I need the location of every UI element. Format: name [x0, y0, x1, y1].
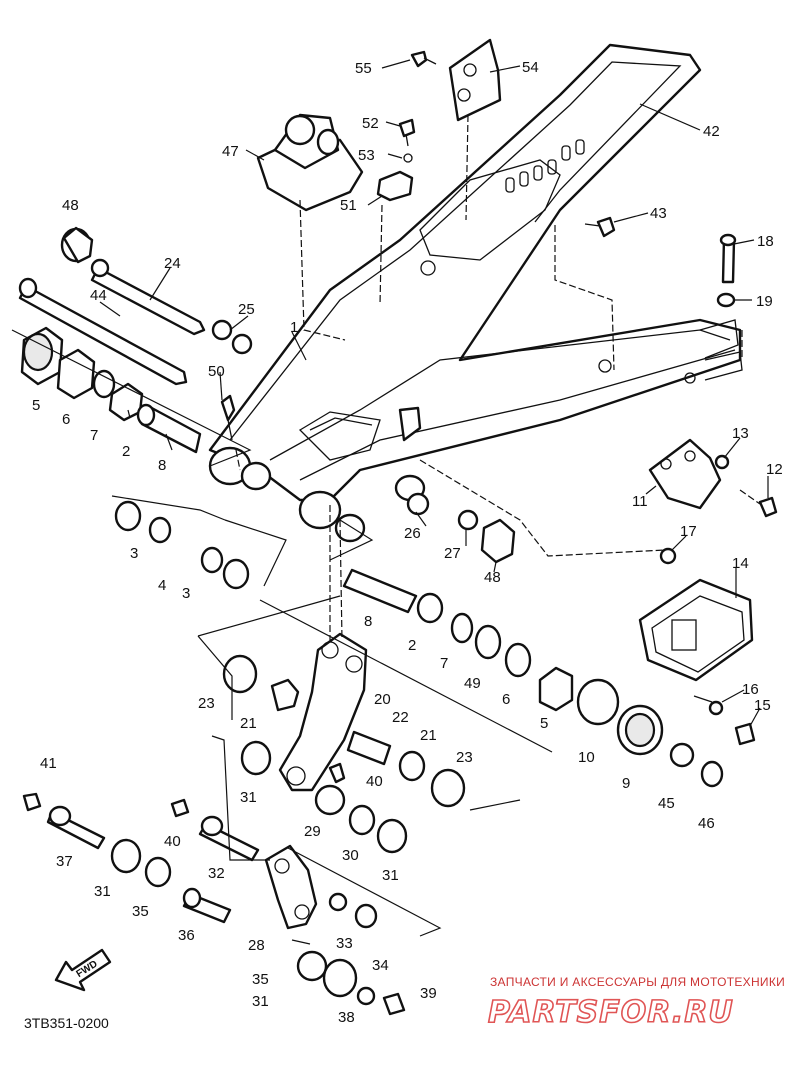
callout-38: 38 — [338, 1009, 355, 1026]
callout-30: 30 — [342, 847, 359, 864]
callout-10: 10 — [578, 749, 595, 766]
callout-31-a: 31 — [240, 789, 257, 806]
callout-41: 41 — [40, 755, 57, 772]
alignment-lines — [235, 114, 761, 641]
callout-35-b: 35 — [252, 971, 269, 988]
callout-12: 12 — [766, 461, 783, 478]
watermark: ЗАПЧАСТИ И АКСЕССУАРЫ ДЛЯ МОТОТЕХНИКИ PA… — [487, 975, 785, 1031]
callout-43: 43 — [650, 205, 667, 222]
pivot-stack-center — [222, 492, 724, 788]
callout-27: 27 — [444, 545, 461, 562]
callout-18: 18 — [757, 233, 774, 250]
callout-22: 22 — [392, 709, 409, 726]
callout-3-left: 3 — [130, 545, 138, 562]
callout-leaders — [99, 59, 769, 727]
callout-21-left: 21 — [240, 715, 257, 732]
callout-39: 39 — [420, 985, 437, 1002]
callout-29: 29 — [304, 823, 321, 840]
callout-3-right: 3 — [182, 585, 190, 602]
callout-50: 50 — [208, 363, 225, 380]
diagram-code: 3TB351-0200 — [24, 1015, 109, 1031]
callout-7-center: 7 — [440, 655, 448, 672]
callout-11: 11 — [632, 493, 648, 510]
callout-37: 37 — [56, 853, 73, 870]
callout-2-upper: 2 — [122, 443, 130, 460]
callout-44: 44 — [90, 287, 107, 304]
pivot-parts-left — [18, 226, 253, 454]
callout-31-d: 31 — [252, 993, 269, 1010]
callout-numbers: 55 54 42 52 53 47 51 43 48 24 18 44 25 1… — [32, 59, 783, 1026]
callout-45: 45 — [658, 795, 675, 812]
callout-52: 52 — [362, 115, 379, 132]
callout-20: 20 — [374, 691, 391, 708]
callout-17: 17 — [680, 523, 697, 540]
callout-19: 19 — [756, 293, 773, 310]
callout-23-right: 23 — [456, 749, 473, 766]
watermark-brand: PARTSFOR.RU — [488, 995, 734, 1030]
callout-6-upper: 6 — [62, 411, 70, 428]
callout-48-center: 48 — [484, 569, 501, 586]
callout-55: 55 — [355, 60, 372, 77]
chain-guide-slots — [505, 139, 585, 193]
callout-40-center: 40 — [366, 773, 383, 790]
callout-53: 53 — [358, 147, 375, 164]
swingarm-drawing — [208, 43, 743, 543]
callout-1: 1 — [290, 319, 298, 336]
callout-47: 47 — [222, 143, 239, 160]
callout-46: 46 — [698, 815, 715, 832]
callout-13: 13 — [732, 425, 749, 442]
spacers-left — [114, 500, 250, 590]
callout-25: 25 — [238, 301, 255, 318]
callout-8-upper: 8 — [158, 457, 166, 474]
pivot-parts-right — [584, 216, 778, 746]
callout-54: 54 — [522, 59, 539, 76]
callout-5-upper: 5 — [32, 397, 40, 414]
callout-2-center: 2 — [408, 637, 416, 654]
callout-26: 26 — [404, 525, 421, 542]
upper-parts — [256, 38, 502, 212]
callout-31-b: 31 — [382, 867, 399, 884]
callout-5-center: 5 — [540, 715, 548, 732]
callout-32: 32 — [208, 865, 225, 882]
callout-7-upper: 7 — [90, 427, 98, 444]
callout-9: 9 — [622, 775, 630, 792]
callout-8-center: 8 — [364, 613, 372, 630]
linkage-arms — [240, 632, 466, 930]
callout-23-left: 23 — [198, 695, 215, 712]
callout-15: 15 — [754, 697, 771, 714]
grouping-brackets — [11, 329, 713, 945]
callout-4: 4 — [158, 577, 166, 594]
callout-31-c: 31 — [94, 883, 111, 900]
callout-40-left: 40 — [164, 833, 181, 850]
forward-direction-arrow-icon: FWD — [54, 948, 112, 992]
callout-33: 33 — [336, 935, 353, 952]
callout-36: 36 — [178, 927, 195, 944]
callout-21-right: 21 — [420, 727, 437, 744]
callout-14: 14 — [732, 555, 749, 572]
watermark-tagline: ЗАПЧАСТИ И АКСЕССУАРЫ ДЛЯ МОТОТЕХНИКИ — [490, 975, 785, 989]
callout-42: 42 — [703, 123, 720, 140]
callout-35-a: 35 — [132, 903, 149, 920]
lower-parts — [22, 784, 408, 1016]
callout-6-center: 6 — [502, 691, 510, 708]
callout-48-upper: 48 — [62, 197, 79, 214]
callout-28: 28 — [248, 937, 265, 954]
callout-24: 24 — [164, 255, 181, 272]
callout-49: 49 — [464, 675, 481, 692]
callout-51: 51 — [340, 197, 357, 214]
callout-34: 34 — [372, 957, 389, 974]
callout-16: 16 — [742, 681, 759, 698]
